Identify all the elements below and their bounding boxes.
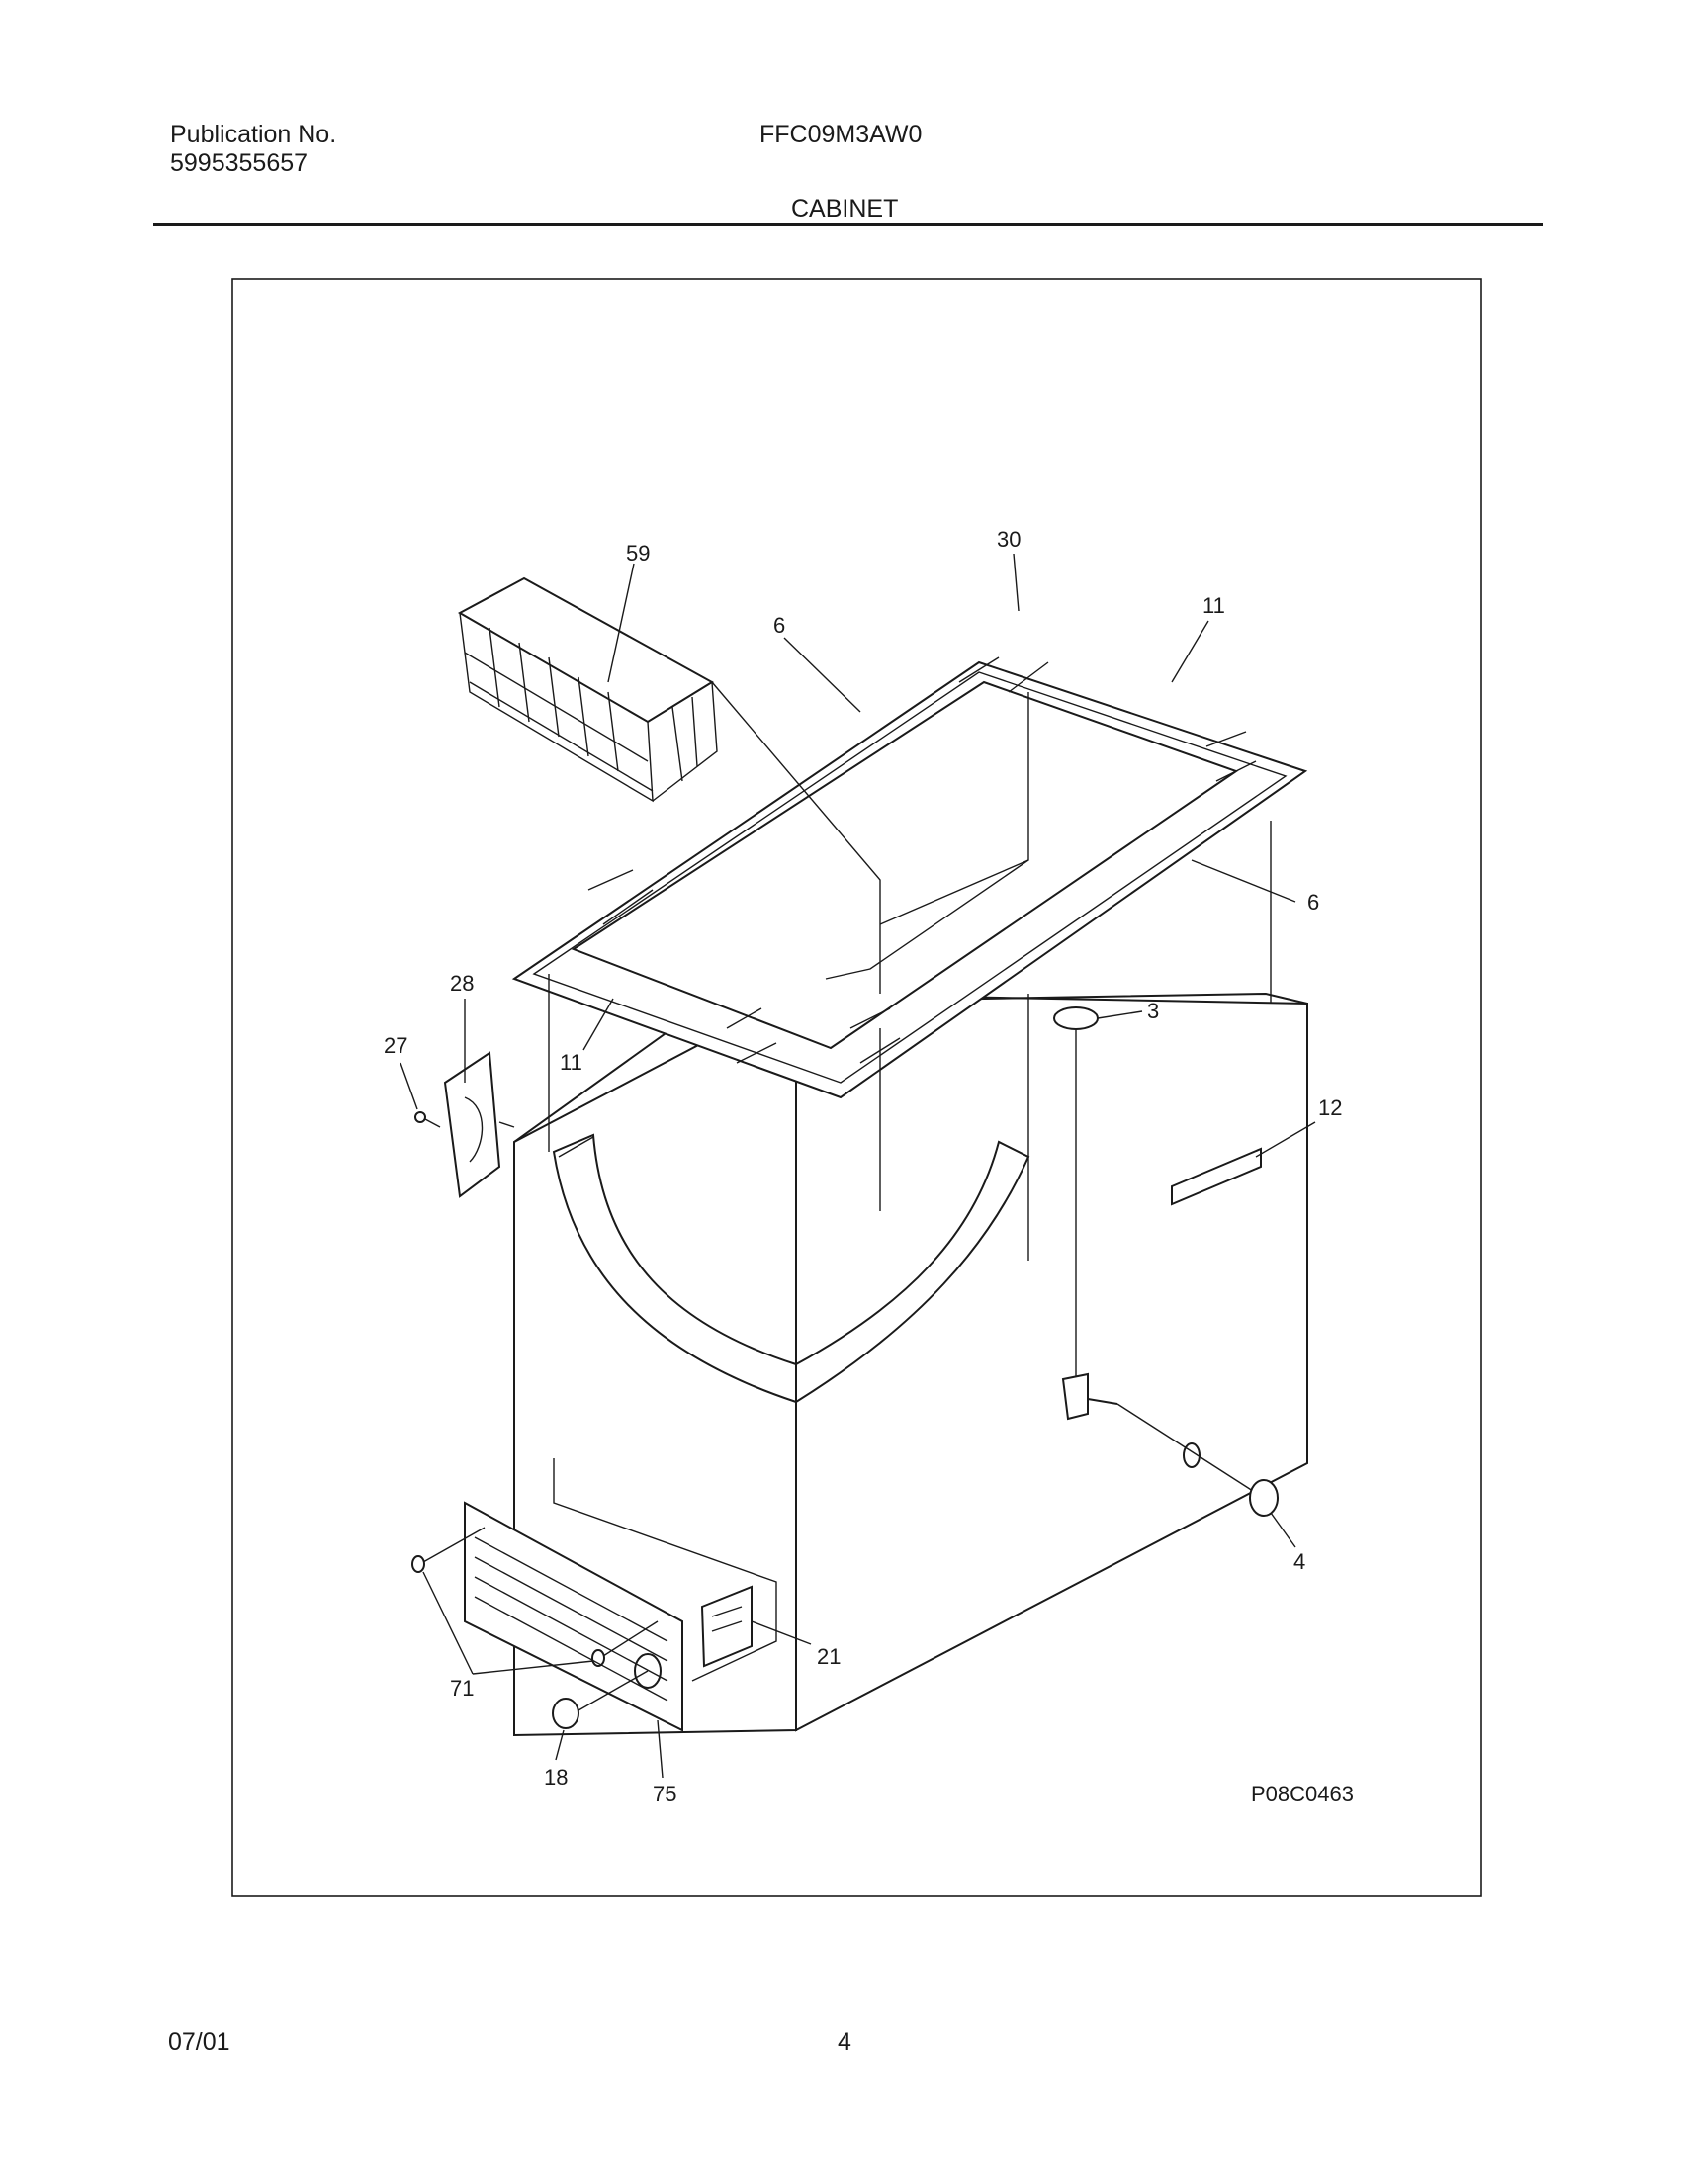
callout-3: 3: [1147, 999, 1159, 1023]
nameplate: [1171, 1147, 1262, 1206]
diagram-frame: [231, 278, 1482, 1897]
callout-11-right: 11: [1202, 593, 1225, 618]
callout-11-left: 11: [560, 1050, 582, 1075]
drawing-code: P08C0463: [1251, 1782, 1354, 1806]
header-rule: [153, 223, 1543, 226]
callout-6-front: 6: [1307, 890, 1319, 915]
publication-label: Publication No.: [170, 121, 337, 148]
drain-plug: [1053, 1006, 1118, 1421]
hinge-screw: [414, 1111, 441, 1128]
callout-28: 28: [450, 971, 474, 996]
callout-27: 27: [384, 1033, 407, 1058]
footer-page-number: 4: [838, 2028, 851, 2055]
callout-12: 12: [1318, 1095, 1342, 1120]
model-number: FFC09M3AW0: [759, 121, 923, 148]
grille-screws: [411, 1527, 659, 1667]
grille-plug: [552, 1670, 649, 1729]
hinge: [443, 1051, 515, 1198]
callout-75: 75: [653, 1782, 676, 1806]
grille: [464, 1458, 777, 1732]
relay: [700, 1585, 753, 1668]
callout-18: 18: [544, 1765, 568, 1790]
callout-59: 59: [626, 541, 650, 566]
callout-71: 71: [450, 1676, 474, 1701]
publication-number: 5995355657: [170, 149, 309, 177]
breaker-frame: [511, 656, 1308, 1211]
section-title: CABINET: [791, 195, 899, 222]
footer-date: 07/01: [168, 2028, 230, 2055]
callout-21: 21: [817, 1644, 841, 1669]
basket: [457, 576, 881, 994]
callout-30: 30: [997, 527, 1021, 552]
callout-6-rear: 6: [773, 613, 785, 638]
drain-cap: [1116, 1403, 1279, 1517]
cabinet-body: [513, 992, 1308, 1737]
callout-4: 4: [1293, 1549, 1305, 1574]
